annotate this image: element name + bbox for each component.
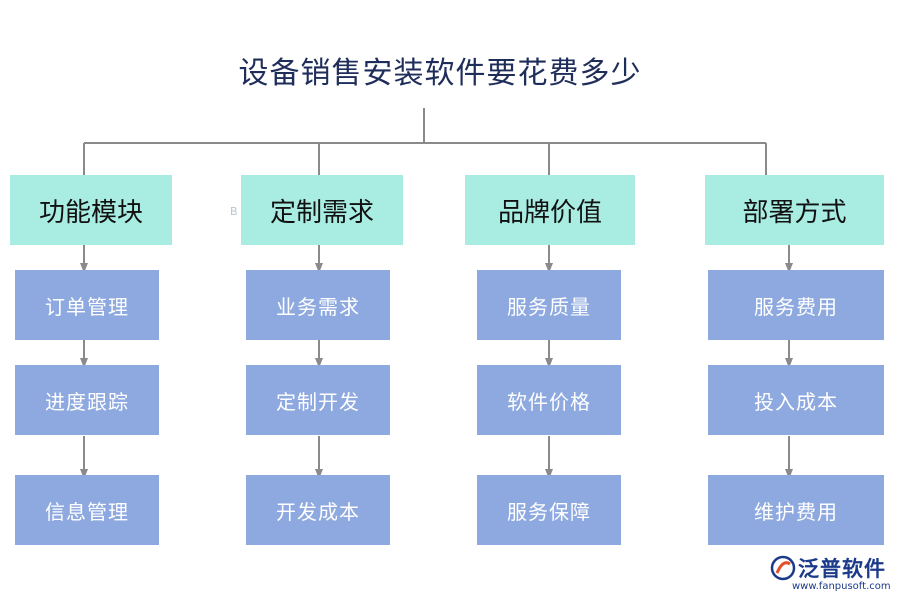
page-title: 设备销售安装软件要花费多少 [238,56,642,91]
box-progress-tracking: 进度跟踪 [15,365,159,435]
box-service-guarantee: 服务保障 [477,475,621,545]
heading-deployment-method: 部署方式 [705,175,884,245]
box-service-fee: 服务费用 [708,270,884,340]
brand-logo-url: www.fanpusoft.com [792,581,891,592]
box-maintenance-fee: 维护费用 [708,475,884,545]
brand-logo-icon [770,555,796,581]
heading-function-modules: 功能模块 [10,175,172,245]
box-development-cost: 开发成本 [246,475,390,545]
box-business-requirements: 业务需求 [246,270,390,340]
box-service-quality: 服务质量 [477,270,621,340]
box-custom-development: 定制开发 [246,365,390,435]
box-software-price: 软件价格 [477,365,621,435]
heading-brand-value: 品牌价值 [465,175,635,245]
box-info-management: 信息管理 [15,475,159,545]
box-investment-cost: 投入成本 [708,365,884,435]
heading-custom-requirements: 定制需求 [241,175,403,245]
brand-logo-name: 泛普软件 [798,557,886,581]
box-order-management: 订单管理 [15,270,159,340]
brand-logo: 泛普软件 www.fanpusoft.com [770,553,895,595]
watermark-text: B [230,205,238,218]
